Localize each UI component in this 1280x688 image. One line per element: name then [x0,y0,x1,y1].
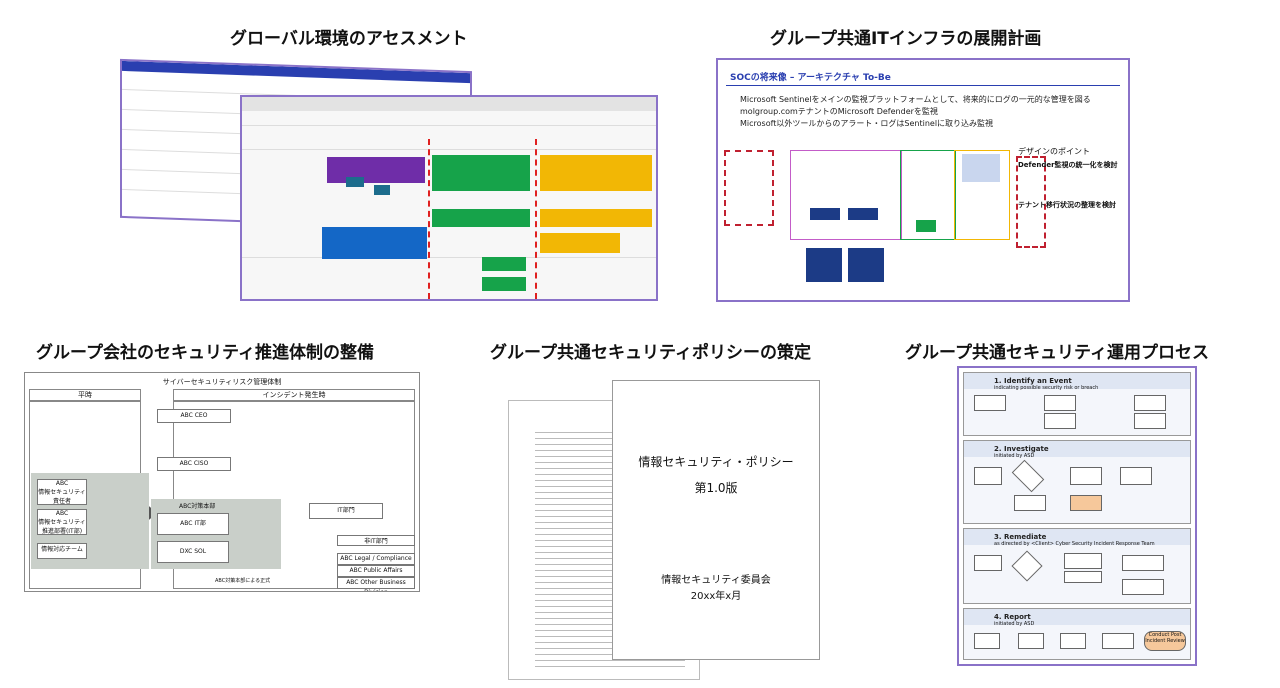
ops-node [1064,571,1102,583]
ops-node [1044,395,1076,411]
soc-sentinel-box [900,150,956,240]
org-incident-label: インシデント発生時 [173,389,415,401]
org-it-division: IT部門 [309,503,383,519]
org-left-2: ABC 情報セキュリティ 推進部署(IT部) [37,509,87,535]
ops-step-1-sub: indicating possible security risk or bre… [994,385,1099,391]
soc-node-5 [848,248,884,282]
milestone-line-1 [428,139,430,299]
org-nonit-2: ABC Public Affairs [337,565,415,577]
title-security-policy: グループ共通セキュリティポリシーの策定 [490,343,811,363]
gantt-bar-green-4 [482,277,526,291]
org-hq-label: ABC対策本部 [179,503,216,510]
ops-step-2: 2. Investigate [994,445,1049,453]
soc-other-box [954,150,1010,240]
ops-node [1122,555,1164,571]
ops-final: Conduct Post Incident Review [1144,631,1186,651]
ops-node [1102,633,1134,649]
org-ciso: ABC CISO [157,457,231,471]
security-ops-process: 1. Identify an Event indicating possible… [957,366,1197,666]
soc-bullet-2: molgroup.comテナントのMicrosoft Defenderを監視 [740,107,938,116]
gantt-bar-blue [322,227,427,259]
org-nonit-1: ABC Legal / Compliance [337,553,415,565]
org-title: サイバーセキュリティリスク管理体制 [162,378,282,386]
title-it-infra-plan: グループ共通ITインフラの展開計画 [770,29,1042,49]
org-normal-label: 平時 [29,389,141,401]
soc-bullet-1: Microsoft Sentinelをメインの監視プラットフォームとして、将来的… [740,95,1091,104]
ops-node [1060,633,1086,649]
gantt-bar-orange-2 [540,209,652,227]
policy-date: 20xx年x月 [690,591,742,602]
ops-lane-3: 3. Remediate as directed by <Client> Cyb… [963,528,1191,604]
soc-heading: SOCの将来像 – アーキテクチャ To-Be [730,73,891,83]
org-it-dept: ABC IT部 [157,513,229,535]
soc-bullet-3: Microsoft以外ツールからのアラート・ログはSentinelに取り込み監視 [740,119,994,128]
org-dxc-sol: DXC SOL [157,541,229,563]
ops-step-3-sub: as directed by <Client> Cyber Security I… [994,541,1155,547]
gantt-bar-teal [346,177,364,187]
ops-node [1070,495,1102,511]
soc-node-3 [848,208,878,220]
ops-node [1018,633,1044,649]
policy-main-title: 情報セキュリティ・ポリシー [638,455,794,469]
policy-cover-page: 情報セキュリティ・ポリシー 第1.0版 情報セキュリティ委員会 20xx年x月 [612,380,820,660]
soc-node-2 [810,208,840,220]
assessment-gantt-sheet [240,95,658,301]
org-nonit-label: 非IT部門 [337,535,415,546]
ops-node [1014,495,1046,511]
ops-node [974,555,1002,571]
org-footer: ABC対策本部による正式 [215,578,271,584]
gantt-bar-purple [327,157,425,183]
ops-node [1044,413,1076,429]
ops-lane-4: 4. Report initiated by ASD Conduct Post … [963,608,1191,660]
milestone-line-2 [535,139,537,299]
org-left-1: ABC 情報セキュリティ 責任者 [37,479,87,505]
org-left-3: 情報対応チーム [37,543,87,559]
title-global-assessment: グローバル環境のアセスメント [230,29,468,49]
ops-node [1120,467,1152,485]
ops-step-4-sub: initiated by ASD [994,621,1035,627]
soc-target-box [1016,156,1046,248]
gantt-bar-teal-2 [374,185,390,195]
soc-point-2: テナント移行状況の整理を検討 [1018,201,1116,209]
gantt-bar-green-2 [432,209,530,227]
ops-lane-2: 2. Investigate initiated by ASD [963,440,1191,524]
soc-tenant-box [790,150,902,240]
ops-node [1134,395,1166,411]
ops-node [1070,467,1102,485]
policy-version: 第1.0版 [694,481,738,495]
title-security-ops: グループ共通セキュリティ運用プロセス [905,343,1209,363]
ops-node [1122,579,1164,595]
gantt-bar-orange-3 [540,233,620,253]
ops-node [974,395,1006,411]
soc-source-box [724,150,774,226]
ops-node [974,633,1000,649]
ops-decision [1011,550,1043,582]
sheet-header-bar [122,60,470,84]
org-nonit-3: ABC Other Business Division [337,577,415,591]
ops-step-3: 3. Remediate [994,533,1047,541]
title-security-org: グループ会社のセキュリティ推進体制の整備 [36,343,374,363]
gantt-bar-orange-1 [540,155,652,191]
soc-architecture-slide: SOCの将来像 – アーキテクチャ To-Be Microsoft Sentin… [716,58,1130,302]
ops-decision [1011,459,1045,493]
security-org-chart: サイバーセキュリティリスク管理体制 平時 インシデント発生時 ABC 情報セキュ… [24,372,420,592]
policy-committee: 情報セキュリティ委員会 [661,575,771,586]
ops-lane-1: 1. Identify an Event indicating possible… [963,372,1191,436]
soc-node-1 [962,154,1000,182]
gantt-header [242,97,656,111]
soc-node-6 [916,220,936,232]
ops-node [974,467,1002,485]
soc-point-1: Defender監視の統一化を検討 [1018,161,1118,169]
gantt-bar-green-3 [482,257,526,271]
soc-design-title: デザインのポイント [1018,147,1090,156]
ops-node [1064,553,1102,569]
ops-step-4: 4. Report [994,613,1031,621]
soc-node-4 [806,248,842,282]
ops-step-2-sub: initiated by ASD [994,453,1035,459]
ops-step-1: 1. Identify an Event [994,377,1072,385]
gantt-bar-green-1 [432,155,530,191]
ops-node [1134,413,1166,429]
org-ceo: ABC CEO [157,409,231,423]
